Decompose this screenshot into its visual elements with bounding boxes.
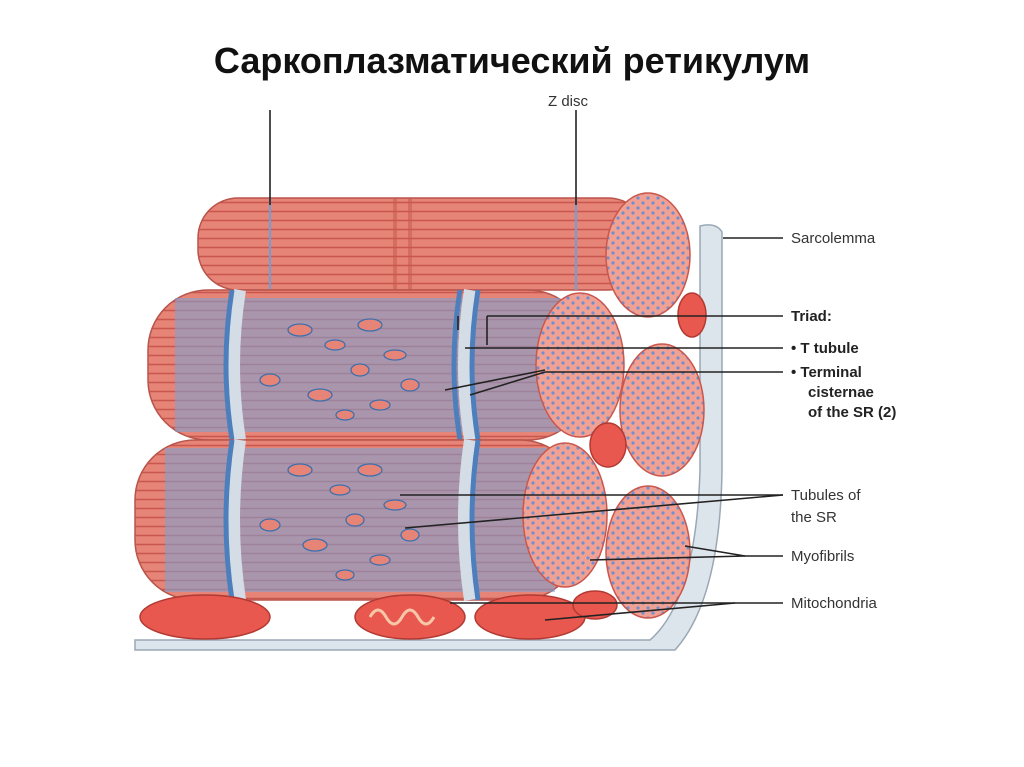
myofibril-end <box>605 192 691 318</box>
bottom-myofibril <box>134 439 581 601</box>
sarcolemma-sheet <box>134 224 723 651</box>
leader-lines <box>269 110 784 621</box>
label-tubules-of-sr: the SR <box>791 509 837 526</box>
label-triad: Triad: <box>791 308 832 325</box>
label-t-tubule: • T tubule <box>791 340 859 357</box>
myofibril-end <box>605 485 691 619</box>
myofibril-end <box>535 292 625 438</box>
page-title: Саркоплазматический ретикулум <box>213 40 811 81</box>
label-myofibrils: Myofibrils <box>791 548 854 565</box>
label-terminal-cisternae: cisternae <box>808 384 874 401</box>
label-mitochondria: Mitochondria <box>791 595 878 612</box>
label-tubules-of-sr: Tubules of <box>791 487 861 504</box>
top-myofibril <box>197 197 649 291</box>
myofibril-end <box>619 343 705 477</box>
mitochondria-group <box>139 292 707 640</box>
label-terminal-cisternae: • Terminal <box>791 364 862 381</box>
myofibril-end <box>522 442 608 588</box>
label-z-disc: Z disc <box>548 93 589 110</box>
middle-myofibril <box>147 289 589 441</box>
label-sarcolemma: Sarcolemma <box>791 230 876 247</box>
label-terminal-cisternae: of the SR (2) <box>808 404 896 421</box>
